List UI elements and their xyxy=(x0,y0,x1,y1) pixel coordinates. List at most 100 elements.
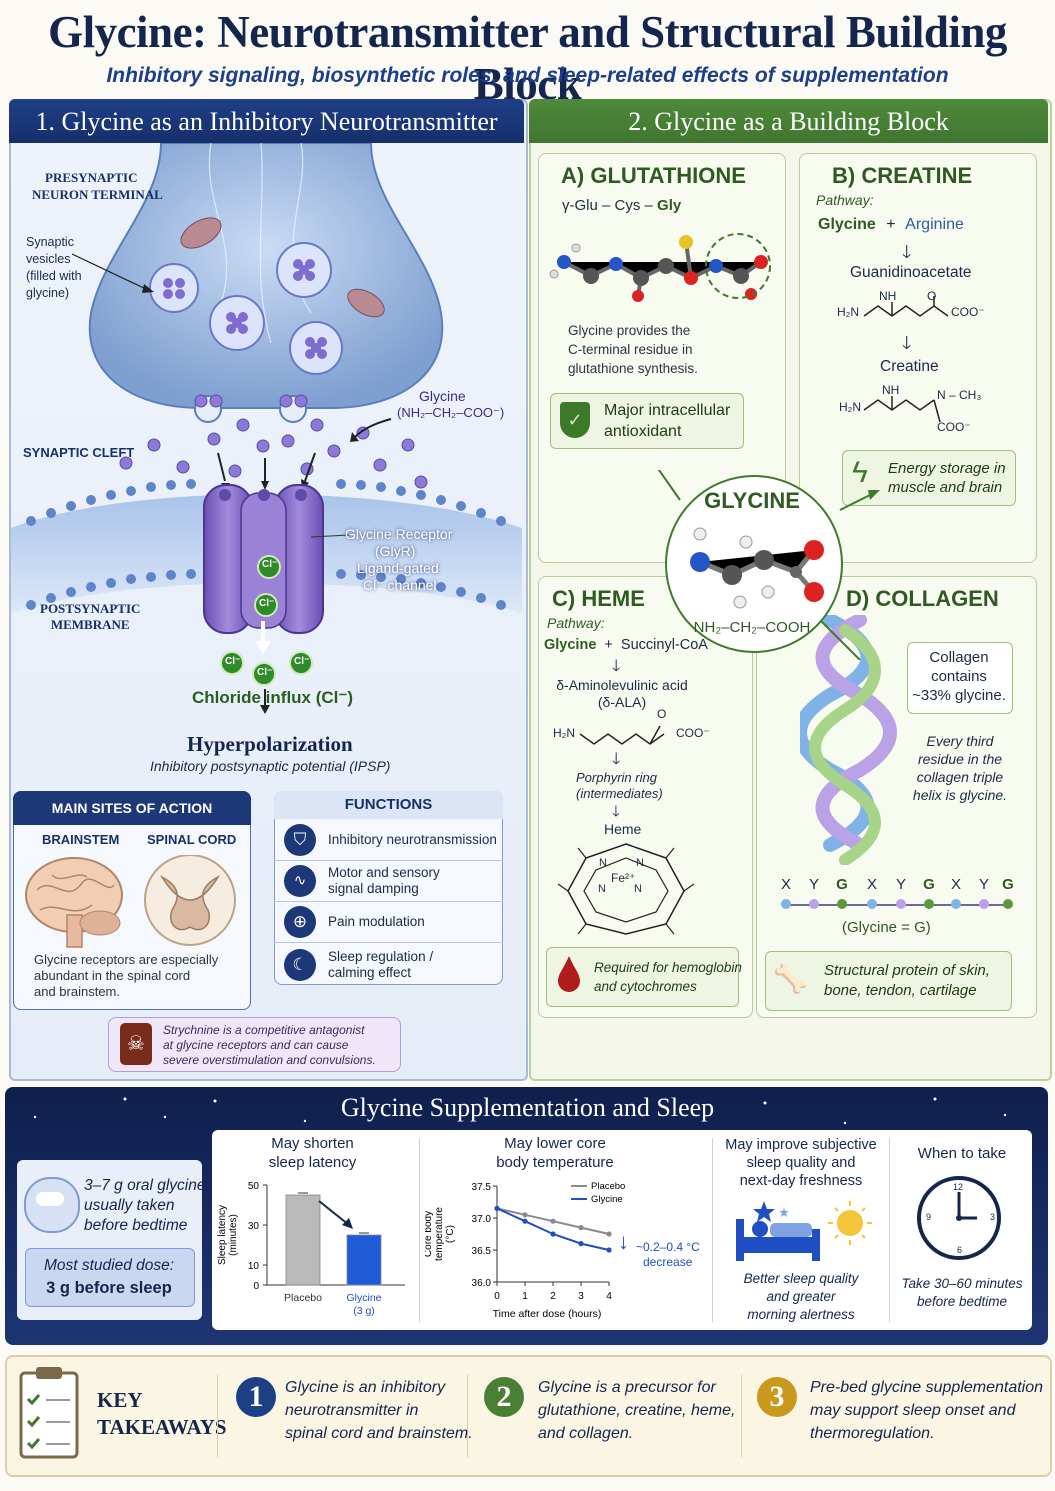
sleeping-person-icon xyxy=(736,1201,872,1261)
decrease-arrowhead xyxy=(342,1218,353,1229)
functions-list: ⛉ Inhibitory neurotransmission ∿ Motor a… xyxy=(274,820,503,987)
heme-title: C) HEME xyxy=(552,586,645,611)
moon-icon: ☾ xyxy=(284,949,316,981)
y-tick-label: 0 xyxy=(253,1281,259,1292)
bar xyxy=(346,1234,382,1286)
night-sky-decoration xyxy=(33,1095,1007,1136)
studied-dose-text: Most studied dose:3 g before sleep xyxy=(43,1257,175,1297)
ipsp-label: Inhibitory postsynaptic potential (IPSP) xyxy=(150,758,391,774)
vesicle-pointer xyxy=(71,253,154,293)
arrow-down-icon: ↓ xyxy=(618,1229,629,1254)
takeaway-number-2: 2 xyxy=(484,1377,524,1417)
strychnine-warning xyxy=(108,1017,401,1072)
decrease-arrow xyxy=(318,1200,350,1226)
glutathione-title: A) GLUTATHIONE xyxy=(561,163,746,188)
porphyrin-label: Porphyrin ring(intermediates) xyxy=(576,770,663,801)
collagen-sequence: X Y G X Y G X Y G xyxy=(776,876,1016,916)
data-point xyxy=(606,1247,612,1253)
data-point xyxy=(606,1231,612,1237)
data-point xyxy=(550,1218,556,1224)
glutathione-sequence: γ-Glu – Cys – Gly xyxy=(562,197,682,214)
data-point xyxy=(578,1241,584,1247)
y-tick-label: 37.5 xyxy=(472,1182,492,1193)
chloride-ions xyxy=(220,555,313,686)
guanidinoacetate-structure xyxy=(863,296,949,317)
key-takeaways-section xyxy=(5,1355,1052,1477)
shield-icon: ⛉ xyxy=(284,824,316,856)
takeaway-number-3: 3 xyxy=(757,1377,797,1417)
arrow-down-icon: 🡓 xyxy=(612,751,621,768)
chloride-influx: Chloride influx (Cl⁻) xyxy=(192,688,354,707)
page-title: Glycine: Neurotransmitter and Structural… xyxy=(48,7,1007,109)
structural-tag xyxy=(765,951,1012,1011)
takeaway-number-1: 1 xyxy=(236,1377,276,1417)
section-2-title: 2. Glycine as a Building Block xyxy=(529,99,1048,143)
legend-label: Glycine (3 g) xyxy=(591,1194,625,1205)
clock-6: 6 xyxy=(957,1245,963,1255)
collagen-triple-helix xyxy=(800,615,897,865)
data-point xyxy=(578,1225,584,1231)
collagen-box xyxy=(756,576,1037,1018)
synapse-illustration xyxy=(11,143,522,714)
glycine-molecule xyxy=(690,527,824,609)
x-axis-label: Time after dose (hours) xyxy=(493,1308,602,1320)
brainstem-label: BRAINSTEM xyxy=(42,832,120,847)
data-point xyxy=(550,1231,556,1237)
function-item: ⊕ Pain modulation xyxy=(274,902,503,943)
studied-dose-box xyxy=(25,1248,195,1307)
functions-title: FUNCTIONS xyxy=(274,791,503,819)
heme-box xyxy=(538,576,753,1018)
arrow-down-icon: 🡓 xyxy=(612,658,621,675)
blood-drop-icon xyxy=(556,954,582,992)
cl-ion-2: Cl⁻ xyxy=(259,598,275,609)
sleep-section-title: Glycine Supplementation and Sleep xyxy=(340,1093,715,1122)
lightning-icon: ϟ xyxy=(852,456,868,489)
collagen-percent-box xyxy=(907,642,1013,714)
data-point xyxy=(494,1205,500,1211)
collagen-legend: (Glycine = G) xyxy=(842,919,931,936)
y-tick-label: 10 xyxy=(248,1261,260,1272)
glycine-molecules xyxy=(119,394,428,489)
clock-12: 12 xyxy=(953,1182,964,1192)
mitochondrion xyxy=(180,217,222,249)
data-point xyxy=(522,1212,528,1218)
glycine-residue-highlight xyxy=(705,233,771,299)
heme-label: Heme xyxy=(604,821,642,837)
brain-spinal-icons xyxy=(25,855,236,948)
glycine-center-formula: NH₂–CH₂–COOH xyxy=(693,619,811,636)
y-axis-label: Sleep latency(minutes) xyxy=(217,1205,239,1265)
glutathione-molecule xyxy=(549,233,771,302)
main-sites-title: MAIN SITES OF ACTION xyxy=(13,791,251,825)
x-tick-label: 3 xyxy=(578,1291,584,1302)
function-item: ☾ Sleep regulation /calming effect xyxy=(274,943,503,987)
presynaptic-label-1: PRESYNAPTIC xyxy=(45,170,138,185)
bar xyxy=(285,1194,321,1286)
y-tick-label: 30 xyxy=(248,1221,260,1232)
sleep-effects-card xyxy=(212,1130,1032,1330)
clock-9: 9 xyxy=(926,1212,932,1222)
section-1-title: 1. Glycine as an Inhibitory Neurotransmi… xyxy=(9,99,524,143)
cl-ion-5: Cl⁻ xyxy=(294,656,310,667)
y-tick-label: 36.5 xyxy=(472,1246,492,1257)
synaptic-vesicles xyxy=(149,242,343,375)
clock-3: 3 xyxy=(990,1212,996,1222)
y-tick-label: 50 xyxy=(248,1181,260,1192)
category-label: Placebo xyxy=(284,1292,322,1304)
